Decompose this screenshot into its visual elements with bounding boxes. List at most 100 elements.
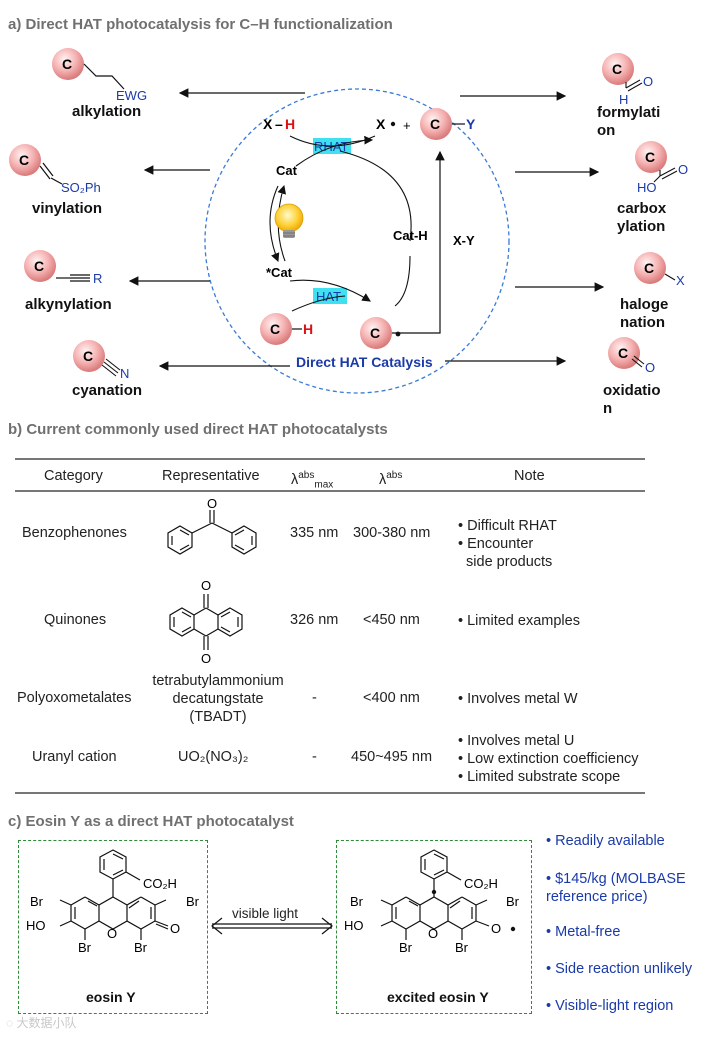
svg-text:O: O <box>428 926 438 941</box>
header-lambda-max: λabsmax <box>291 470 334 491</box>
svg-text:Br: Br <box>455 940 469 955</box>
row1-notes: • Difficult RHAT • Encounter side produc… <box>458 518 557 570</box>
eosin-y-label: eosin Y <box>86 989 136 1005</box>
svg-text:CO₂H: CO₂H <box>464 876 498 891</box>
excited-eosin-y-structure: CO₂H Br Br HO O O Br Br <box>344 849 520 955</box>
svg-text:H: H <box>303 321 313 337</box>
bullet-4: • Side reaction unlikely <box>546 961 693 977</box>
label-formylation: formylati on <box>597 104 661 139</box>
svg-text:Y: Y <box>466 116 476 132</box>
svg-text:Br: Br <box>30 894 44 909</box>
formylation-product: C O H <box>602 53 653 107</box>
svg-text:C: C <box>270 321 280 337</box>
bullet-3: • Metal-free <box>546 924 621 940</box>
row2-category: Quinones <box>44 612 107 628</box>
row3-category: Polyoxometalates <box>17 690 132 706</box>
row4-category: Uranyl cation <box>32 749 117 765</box>
vinylation-product: C SO₂Ph <box>9 144 101 195</box>
svg-text:C: C <box>430 116 440 132</box>
svg-text:O: O <box>645 360 655 375</box>
eosin-y-structure: CO₂H Br Br HO O O Br Br <box>26 849 200 955</box>
svg-text:O: O <box>678 162 688 177</box>
panel-a-title: a) Direct HAT photocatalysis for C–H fun… <box>8 16 393 33</box>
row4-lmax: - <box>312 749 317 765</box>
svg-text:O: O <box>491 921 501 936</box>
svg-text:*Cat: *Cat <box>266 265 293 280</box>
svg-text:O: O <box>207 496 217 511</box>
svg-text:X: X <box>376 116 386 132</box>
svg-text:Br: Br <box>399 940 413 955</box>
table-top-rule <box>15 458 645 460</box>
svg-text:C: C <box>62 56 72 72</box>
row3-labs: <400 nm <box>363 690 420 706</box>
eosin-y-box <box>18 840 208 1014</box>
row1-lmax: 335 nm <box>290 525 339 541</box>
row3-representative: tetrabutylammonium decatungstate (TBADT) <box>152 673 284 725</box>
svg-text:C: C <box>83 348 93 364</box>
svg-text:Cat: Cat <box>276 163 298 178</box>
cyanation-product: C N <box>73 340 129 381</box>
svg-text:EWG: EWG <box>116 88 147 103</box>
header-category: Category <box>44 468 103 484</box>
equilibrium-arrows <box>211 917 333 935</box>
label-carboxylation: carbox ylation <box>617 200 667 235</box>
oxidation-product: C O <box>608 337 655 375</box>
row1-category: Benzophenones <box>22 525 127 541</box>
svg-text:C: C <box>645 149 655 165</box>
svg-text:H: H <box>285 116 295 132</box>
alkynylation-product: C R <box>24 250 102 286</box>
row2-notes: • Limited examples <box>458 613 580 629</box>
svg-text:X-Y: X-Y <box>453 233 475 248</box>
row3-notes: • Involves metal W <box>458 691 578 707</box>
svg-text:HO: HO <box>637 180 657 195</box>
row2-labs: <450 nm <box>363 612 420 628</box>
light-bulb-icon <box>274 203 304 238</box>
table-bottom-rule <box>15 792 645 794</box>
svg-text:SO₂Ph: SO₂Ph <box>61 180 101 195</box>
svg-text:C: C <box>644 260 654 276</box>
label-alkylation: alkylation <box>72 103 142 120</box>
svg-text:O: O <box>201 651 211 666</box>
svg-text:C: C <box>34 258 44 274</box>
svg-text:Cat-H: Cat-H <box>393 228 428 243</box>
center-title: Direct HAT Catalysis <box>296 354 433 370</box>
bullet-2: • $145/kg (MOLBASE reference price) <box>546 871 686 905</box>
benzophenone-structure: O <box>167 496 257 555</box>
row4-notes: • Involves metal U • Low extinction coef… <box>458 733 639 785</box>
svg-text:X: X <box>676 273 685 288</box>
header-representative: Representative <box>162 468 260 484</box>
svg-text:O: O <box>201 578 211 593</box>
svg-text:O: O <box>170 921 180 936</box>
row4-labs: 450~495 nm <box>351 749 433 765</box>
svg-text:C: C <box>370 325 380 341</box>
row4-representative: UO₂(NO₃)₂ <box>178 749 249 765</box>
svg-text:O: O <box>107 926 117 941</box>
svg-text:HO: HO <box>344 918 364 933</box>
panel-a-scheme: C EWG C SO₂Ph C R C N C O H <box>9 48 688 394</box>
visible-light-label: visible light <box>232 906 299 921</box>
anthraquinone-structure: O O <box>169 578 243 666</box>
excited-eosin-y-label: excited eosin Y <box>387 989 489 1005</box>
svg-text:Br: Br <box>134 940 148 955</box>
excited-eosin-y-box <box>336 840 532 1014</box>
svg-text:CO₂H: CO₂H <box>143 876 177 891</box>
panel-c-title: c) Eosin Y as a direct HAT photocatalyst <box>8 813 294 830</box>
svg-text:H: H <box>619 92 628 107</box>
svg-text:C: C <box>618 345 628 361</box>
bullet-5: • Visible-light region <box>546 998 674 1014</box>
row3-lmax: - <box>312 690 317 706</box>
svg-text:Br: Br <box>78 940 92 955</box>
table-head-rule <box>15 490 645 492</box>
label-vinylation: vinylation <box>32 200 103 217</box>
svg-text:Br: Br <box>350 894 364 909</box>
svg-text:C: C <box>19 152 29 168</box>
svg-text:Br: Br <box>506 894 520 909</box>
label-oxidation: oxidatio n <box>603 382 661 417</box>
svg-text:Br: Br <box>186 894 200 909</box>
panel-b-title: b) Current commonly used direct HAT phot… <box>8 421 388 438</box>
watermark: ◌ 大数据小队 <box>6 1016 77 1030</box>
svg-text:–: – <box>275 116 283 132</box>
catalysis-circle <box>204 88 510 394</box>
svg-text:X: X <box>263 116 273 132</box>
row2-lmax: 326 nm <box>290 612 339 628</box>
